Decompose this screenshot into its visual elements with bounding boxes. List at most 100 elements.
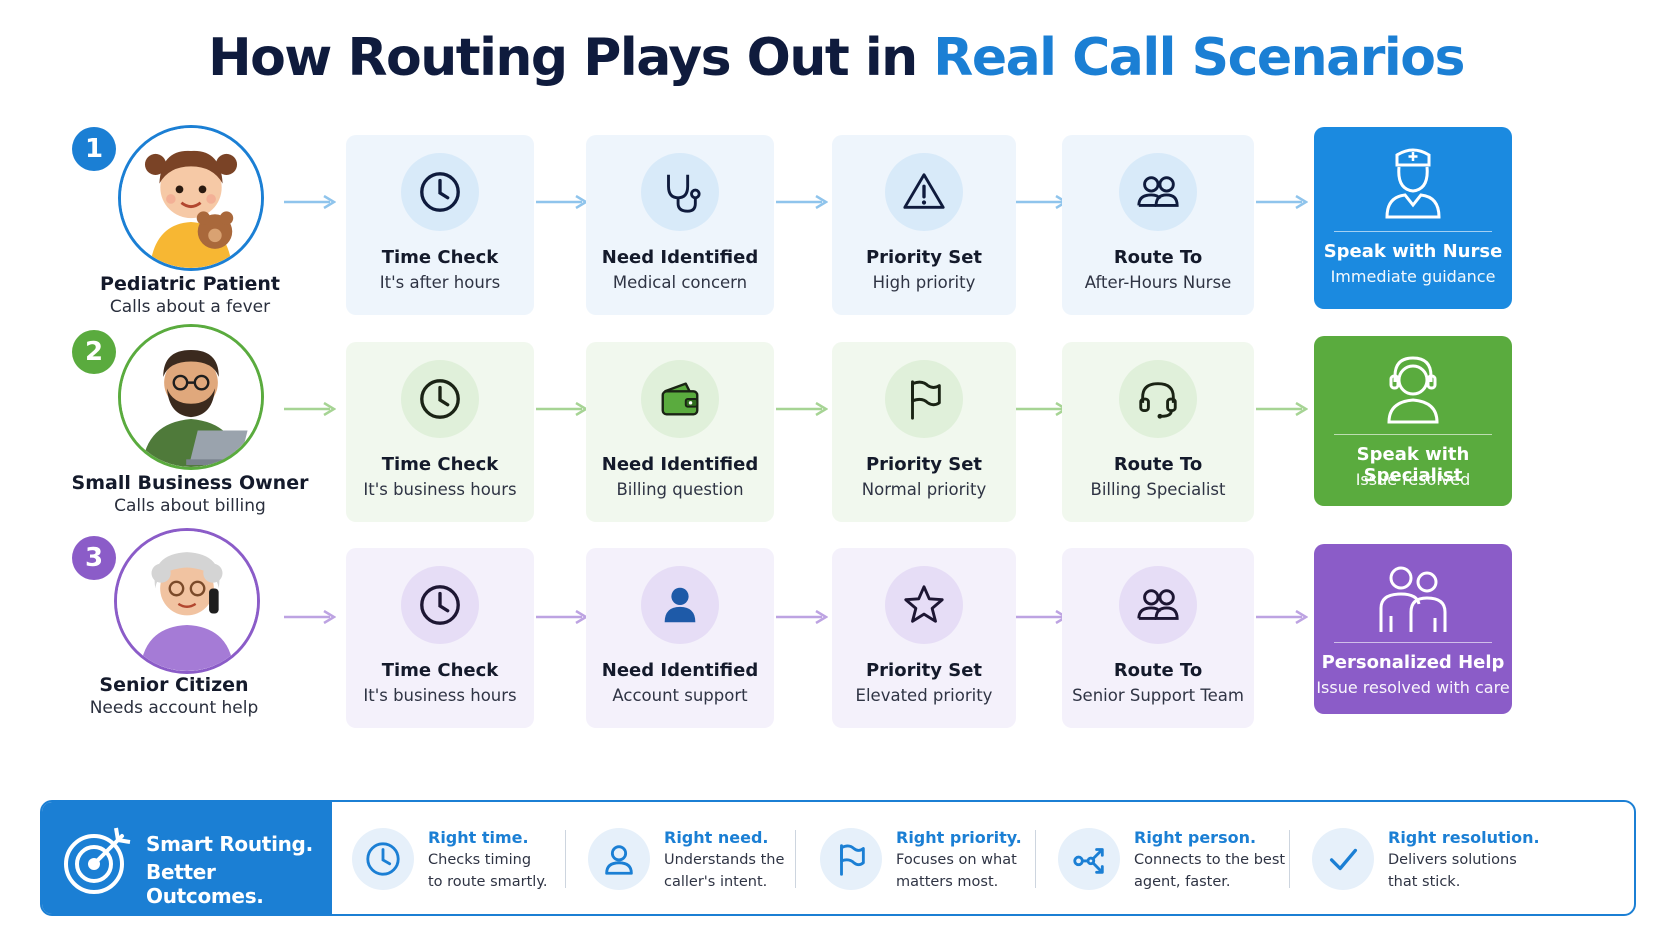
- warning-icon: [885, 153, 963, 231]
- feature-text-line-2: that stick.: [1388, 874, 1461, 890]
- step-card-need-identified: Need Identified Account support: [586, 548, 774, 728]
- feature-text-line-1: Delivers solutions: [1388, 852, 1517, 868]
- step-title: Priority Set: [865, 247, 983, 268]
- two-people-icon: [1373, 556, 1453, 636]
- step-detail: It's business hours: [363, 686, 517, 705]
- result-card: Speak with Nurse Immediate guidance: [1314, 127, 1512, 309]
- step-detail: Normal priority: [861, 480, 987, 499]
- persona-name: Senior Citizen: [99, 674, 249, 696]
- feature-title: Right resolution.: [1388, 828, 1540, 847]
- result-divider: [1334, 231, 1492, 232]
- persona-name: Small Business Owner: [71, 472, 309, 494]
- step-detail: High priority: [872, 273, 976, 292]
- step-card-route-to: Route To Billing Specialist: [1062, 342, 1254, 522]
- result-detail: Immediate guidance: [1330, 267, 1496, 286]
- feature-text-line-1: Connects to the best: [1134, 852, 1286, 868]
- step-detail: Billing Specialist: [1090, 480, 1226, 499]
- result-title: Speak with Nurse: [1323, 241, 1503, 262]
- flow-arrow: [1016, 610, 1068, 624]
- clock-icon: [401, 153, 479, 231]
- flow-arrow: [1256, 402, 1308, 416]
- step-card-need-identified: Need Identified Billing question: [586, 342, 774, 522]
- step-card-time-check: Time Check It's after hours: [346, 135, 534, 315]
- persona-description: Needs account help: [89, 698, 259, 718]
- step-title: Time Check: [381, 660, 499, 681]
- flow-arrow: [536, 195, 588, 209]
- step-title: Route To: [1113, 247, 1203, 268]
- scenario-number-badge: 2: [72, 330, 116, 374]
- feature-text-line-1: Focuses on what: [896, 852, 1017, 868]
- result-card: Speak with Specialist Issue resolved: [1314, 336, 1512, 506]
- banner-headline-panel: Smart Routing. Better Outcomes.: [42, 802, 332, 914]
- feature-text-line-2: matters most.: [896, 874, 999, 890]
- target-arrow-icon: [60, 822, 136, 898]
- flow-arrow: [1256, 610, 1308, 624]
- step-detail: Elevated priority: [855, 686, 993, 705]
- persona-name: Pediatric Patient: [100, 273, 280, 295]
- step-card-route-to: Route To Senior Support Team: [1062, 548, 1254, 728]
- flow-arrow: [1016, 402, 1068, 416]
- page-title: How Routing Plays Out in Real Call Scena…: [0, 28, 1672, 88]
- share-route-icon: [1058, 828, 1120, 890]
- flow-arrow: [776, 195, 828, 209]
- result-detail: Issue resolved: [1355, 470, 1471, 489]
- flag-icon: [820, 828, 882, 890]
- nurse-icon: [1373, 141, 1453, 221]
- step-detail: It's business hours: [363, 480, 517, 499]
- scenario-row-1: 1 Pediatric Patient Calls about a fever …: [0, 125, 1672, 317]
- step-card-priority-set: Priority Set Elevated priority: [832, 548, 1016, 728]
- flow-arrow: [284, 610, 336, 624]
- feature-title: Right time.: [428, 828, 529, 847]
- feature-text-line-1: Checks timing: [428, 852, 532, 868]
- feature-title: Right priority.: [896, 828, 1022, 847]
- step-title: Need Identified: [601, 660, 759, 681]
- flow-arrow: [536, 402, 588, 416]
- title-main: How Routing Plays Out in: [208, 28, 934, 88]
- step-card-time-check: Time Check It's business hours: [346, 548, 534, 728]
- flag-icon: [885, 360, 963, 438]
- step-title: Need Identified: [601, 247, 759, 268]
- person-icon: [588, 828, 650, 890]
- result-title: Personalized Help: [1321, 652, 1505, 673]
- persona-description: Calls about billing: [114, 496, 266, 516]
- flow-arrow: [536, 610, 588, 624]
- step-title: Time Check: [381, 247, 499, 268]
- step-detail: It's after hours: [379, 273, 501, 292]
- result-title: Speak with Specialist: [1356, 444, 1470, 486]
- step-detail: Senior Support Team: [1072, 686, 1244, 705]
- step-detail: Account support: [612, 686, 748, 705]
- flow-arrow: [284, 195, 336, 209]
- feature-title: Right person.: [1134, 828, 1257, 847]
- step-title: Priority Set: [865, 454, 983, 475]
- headset-icon: [1119, 360, 1197, 438]
- step-title: Need Identified: [601, 454, 759, 475]
- step-detail: Billing question: [616, 480, 744, 499]
- clock-icon: [401, 360, 479, 438]
- result-detail: Issue resolved with care: [1316, 678, 1510, 697]
- banner-headline-line-1: Smart Routing.: [146, 832, 313, 856]
- step-title: Route To: [1113, 660, 1203, 681]
- person-icon: [641, 566, 719, 644]
- step-card-priority-set: Priority Set High priority: [832, 135, 1016, 315]
- feature-divider: [1289, 830, 1290, 888]
- banner-headline-line-2: Better Outcomes.: [146, 860, 264, 908]
- senior-woman-on-phone-avatar: [114, 528, 260, 674]
- feature-text-line-2: caller's intent.: [664, 874, 768, 890]
- step-card-priority-set: Priority Set Normal priority: [832, 342, 1016, 522]
- feature-text-line-2: to route smartly.: [428, 874, 548, 890]
- scenario-row-3: 3 Senior Citizen Needs account help Time…: [0, 528, 1672, 760]
- flow-arrow: [776, 610, 828, 624]
- scenario-number-badge: 3: [72, 536, 116, 580]
- feature-divider: [1035, 830, 1036, 888]
- man-with-laptop-avatar: [118, 324, 264, 470]
- flow-arrow: [776, 402, 828, 416]
- result-divider: [1334, 434, 1492, 435]
- wallet-icon: [641, 360, 719, 438]
- feature-divider: [565, 830, 566, 888]
- checkmark-icon: [1312, 828, 1374, 890]
- result-card: Personalized Help Issue resolved with ca…: [1314, 544, 1512, 714]
- step-detail: Medical concern: [612, 273, 748, 292]
- step-title: Priority Set: [865, 660, 983, 681]
- summary-banner: Smart Routing. Better Outcomes. Right ti…: [40, 800, 1636, 916]
- step-card-route-to: Route To After-Hours Nurse: [1062, 135, 1254, 315]
